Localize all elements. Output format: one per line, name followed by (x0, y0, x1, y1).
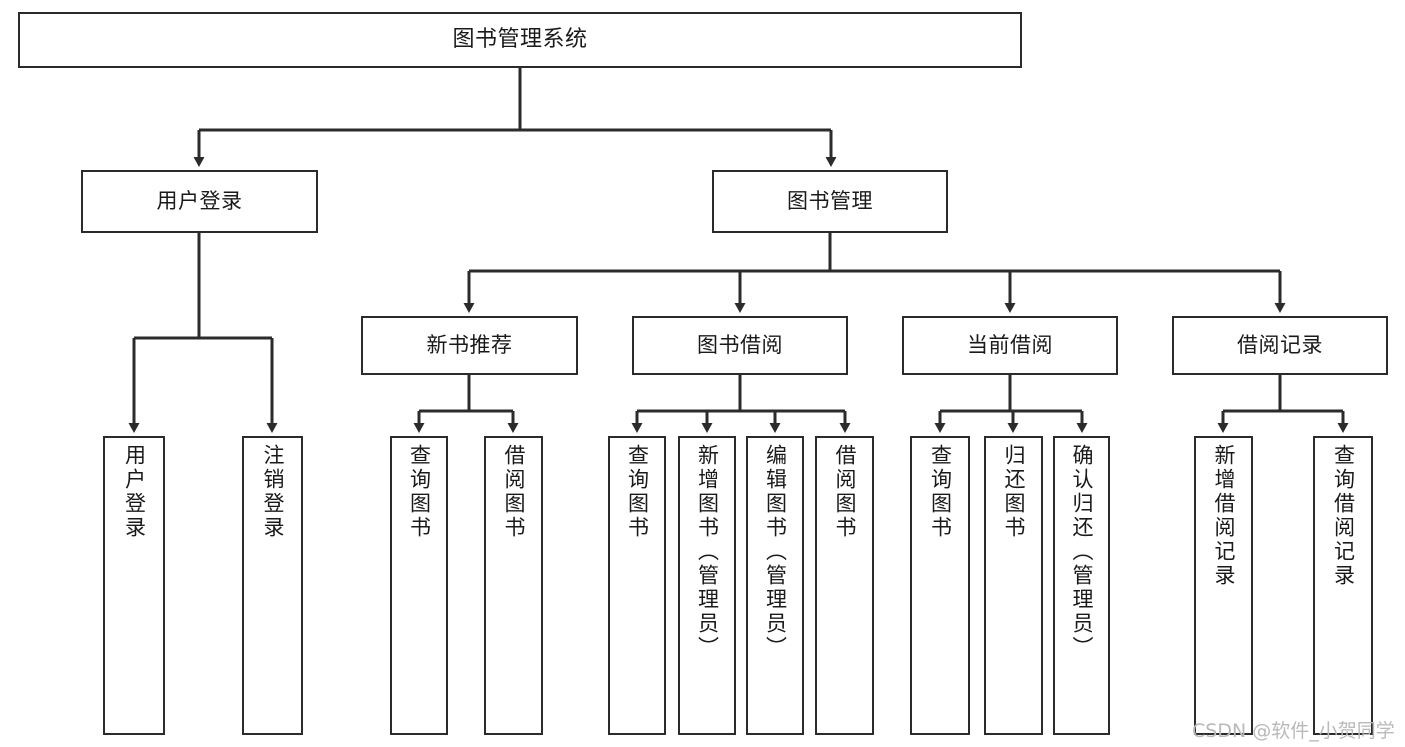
node-leaf-query-borrow-record[interactable]: 查询借阅记录 (1313, 436, 1373, 735)
node-leaf-borrow-book-rec[interactable]: 借阅图书 (484, 436, 543, 735)
node-leaf-query-book-rec-label: 查询图书 (407, 444, 432, 540)
edge-book-manage-to-level3 (463, 233, 1286, 313)
node-leaf-user-login-label: 用户登录 (122, 444, 147, 540)
edge-new-book-recommend-to-leaves (413, 375, 519, 433)
csdn-watermark: CSDN @软件_小贺同学 (1192, 720, 1395, 742)
node-user-login[interactable]: 用户登录 (81, 170, 318, 233)
node-leaf-confirm-return-admin[interactable]: 确认归还（管理员） (1053, 436, 1110, 735)
node-leaf-add-borrow-record-label: 新增借阅记录 (1212, 444, 1236, 588)
node-leaf-borrow-book[interactable]: 借阅图书 (815, 436, 874, 735)
node-leaf-return-book-label: 归还图书 (1002, 444, 1026, 540)
node-new-book-recommend-label: 新书推荐 (426, 333, 513, 358)
node-leaf-user-login[interactable]: 用户登录 (103, 436, 165, 735)
node-borrow-record[interactable]: 借阅记录 (1172, 316, 1388, 375)
edge-root-to-level2 (193, 68, 837, 167)
node-leaf-query-book-borrow[interactable]: 查询图书 (608, 436, 666, 735)
node-book-manage[interactable]: 图书管理 (712, 170, 948, 233)
node-leaf-logout-login[interactable]: 注销登录 (242, 436, 303, 735)
node-root[interactable]: 图书管理系统 (18, 12, 1022, 68)
edge-user-login-to-leaves (128, 233, 278, 433)
node-new-book-recommend[interactable]: 新书推荐 (361, 316, 578, 375)
node-book-manage-label: 图书管理 (787, 189, 873, 214)
node-leaf-borrow-book-label: 借阅图书 (833, 444, 857, 540)
node-leaf-query-book-borrow-label: 查询图书 (625, 444, 650, 540)
edge-book-borrow-to-leaves (631, 375, 851, 433)
node-leaf-query-book-current[interactable]: 查询图书 (910, 436, 970, 735)
node-leaf-logout-login-label: 注销登录 (261, 444, 285, 540)
node-leaf-add-borrow-record[interactable]: 新增借阅记录 (1194, 436, 1253, 735)
node-leaf-edit-book-admin[interactable]: 编辑图书（管理员） (746, 436, 804, 735)
node-leaf-borrow-book-rec-label: 借阅图书 (502, 444, 526, 540)
node-leaf-add-book-admin-label: 新增图书（管理员） (695, 444, 720, 660)
node-user-login-label: 用户登录 (156, 189, 243, 214)
node-book-borrow-label: 图书借阅 (697, 333, 783, 358)
node-borrow-record-label: 借阅记录 (1237, 333, 1323, 358)
node-leaf-edit-book-admin-label: 编辑图书（管理员） (763, 444, 788, 660)
node-leaf-query-borrow-record-label: 查询借阅记录 (1331, 444, 1356, 588)
node-leaf-query-book-current-label: 查询图书 (928, 444, 953, 540)
edge-borrow-record-to-leaves (1217, 375, 1349, 433)
edge-current-borrow-to-leaves (934, 375, 1088, 433)
node-current-borrow[interactable]: 当前借阅 (902, 316, 1118, 375)
node-leaf-confirm-return-admin-label: 确认归还（管理员） (1070, 444, 1094, 660)
node-leaf-query-book-rec[interactable]: 查询图书 (390, 436, 448, 735)
node-leaf-return-book[interactable]: 归还图书 (984, 436, 1043, 735)
node-current-borrow-label: 当前借阅 (967, 333, 1053, 358)
node-book-borrow[interactable]: 图书借阅 (632, 316, 848, 375)
node-root-label: 图书管理系统 (452, 27, 588, 53)
node-leaf-add-book-admin[interactable]: 新增图书（管理员） (678, 436, 736, 735)
